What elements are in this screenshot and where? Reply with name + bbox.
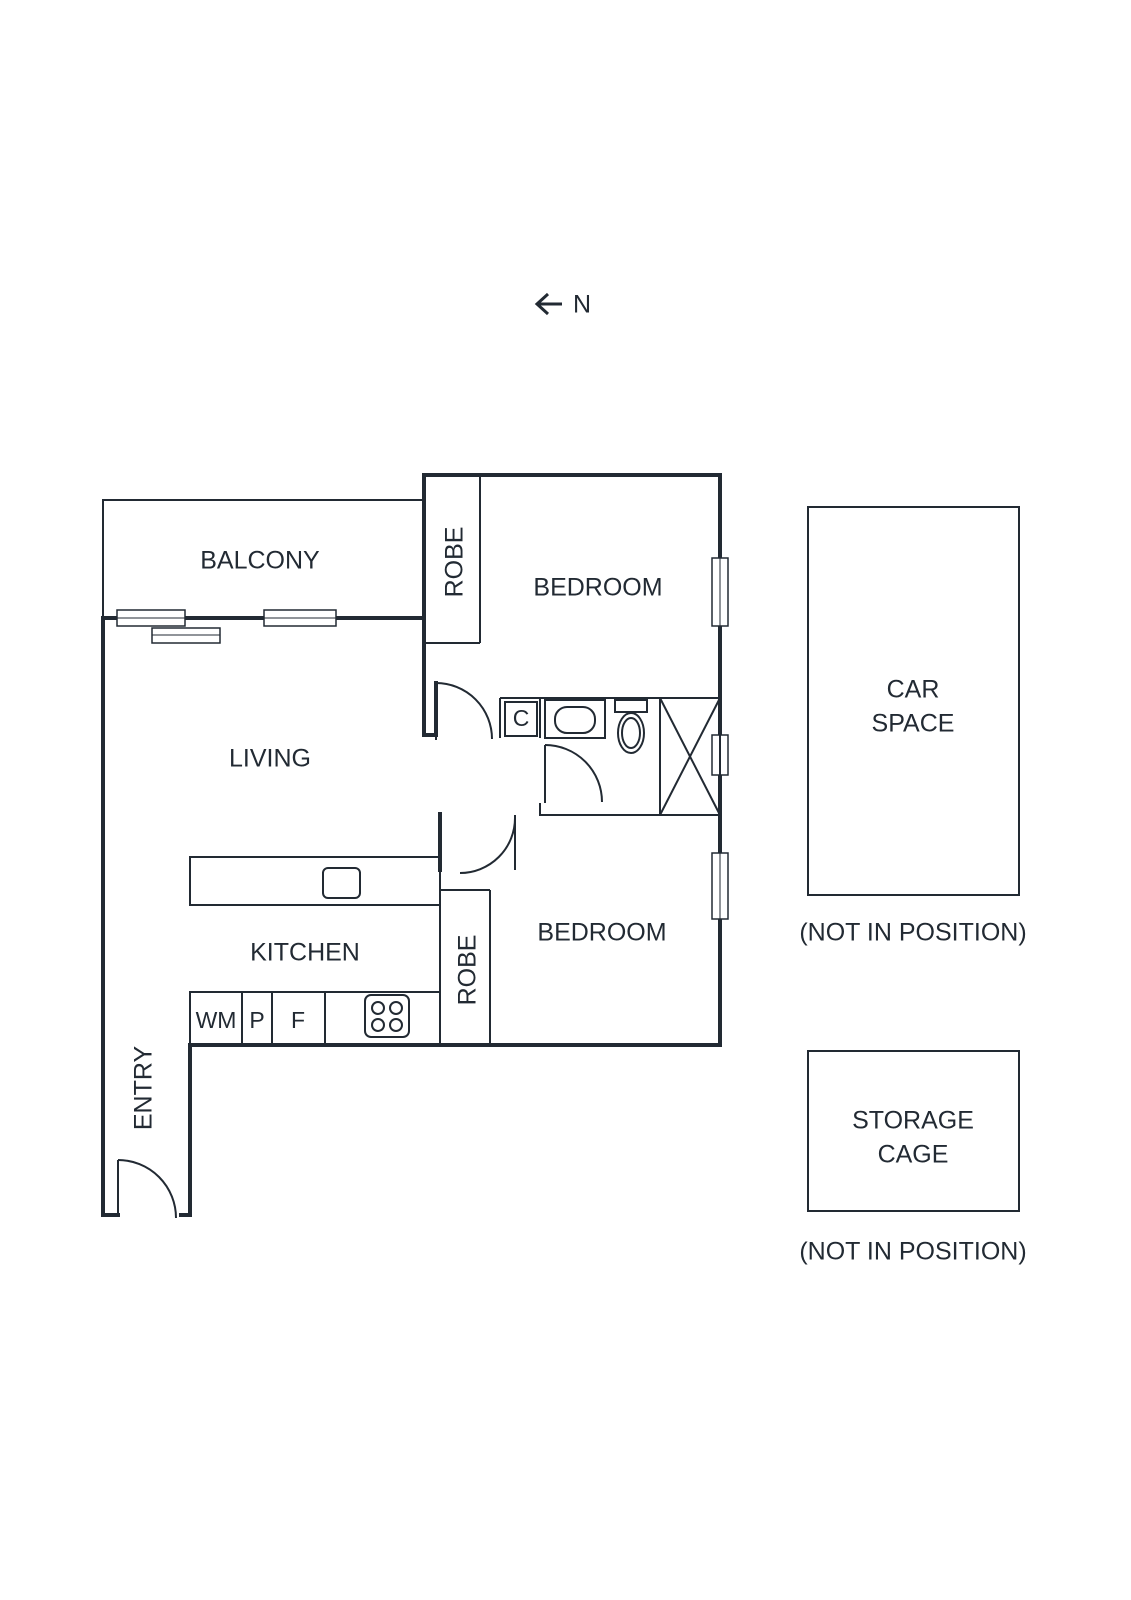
bedroom-1-label: BEDROOM — [533, 574, 662, 602]
car-space-note: (NOT IN POSITION) — [799, 919, 1026, 947]
bedroom-2-label: BEDROOM — [537, 919, 666, 947]
storage-cage-box — [807, 1050, 1020, 1212]
car-space-label-line2: SPACE — [872, 710, 955, 738]
bedroom-1-door — [435, 682, 493, 740]
living-label: LIVING — [229, 745, 311, 773]
washing-machine-label: WM — [196, 1007, 237, 1033]
bathroom-fixtures: C — [504, 697, 721, 816]
doors — [117, 682, 603, 1219]
car-space-box — [807, 506, 1020, 896]
storage-label-line2: CAGE — [878, 1141, 949, 1169]
cupboard — [504, 701, 538, 737]
kitchen-island — [189, 856, 441, 906]
bedroom-2-door — [459, 817, 516, 874]
kitchen-fixtures: WM P F — [189, 856, 441, 1045]
entry-door — [117, 1159, 177, 1219]
car-space-label-line1: CAR — [887, 676, 940, 704]
shower — [659, 697, 721, 816]
storage-note: (NOT IN POSITION) — [799, 1238, 1026, 1266]
pantry-label: P — [249, 1007, 264, 1033]
entry-label: ENTRY — [130, 1046, 158, 1131]
north-compass: N — [534, 291, 591, 319]
storage-label-line1: STORAGE — [852, 1107, 974, 1135]
cooktop — [364, 994, 410, 1038]
balcony-outline — [102, 499, 424, 618]
cupboard-label: C — [513, 705, 530, 731]
robe-1-label: ROBE — [441, 527, 469, 598]
basin — [554, 706, 596, 734]
fridge-label: F — [291, 1007, 305, 1033]
storage-cage: STORAGE CAGE (NOT IN POSITION) — [799, 1050, 1027, 1266]
sink — [322, 867, 361, 899]
kitchen-label: KITCHEN — [250, 939, 360, 967]
bathroom-door — [544, 744, 603, 803]
car-space: CAR SPACE (NOT IN POSITION) — [799, 506, 1027, 947]
north-label: N — [573, 291, 591, 319]
arrow-left-icon — [534, 292, 562, 316]
room-labels: BALCONY LIVING KITCHEN BEDROOM BEDROOM R… — [130, 527, 667, 1131]
toilet-cistern — [614, 699, 648, 713]
robe-2-label: ROBE — [454, 935, 482, 1006]
balcony-label: BALCONY — [200, 547, 320, 575]
